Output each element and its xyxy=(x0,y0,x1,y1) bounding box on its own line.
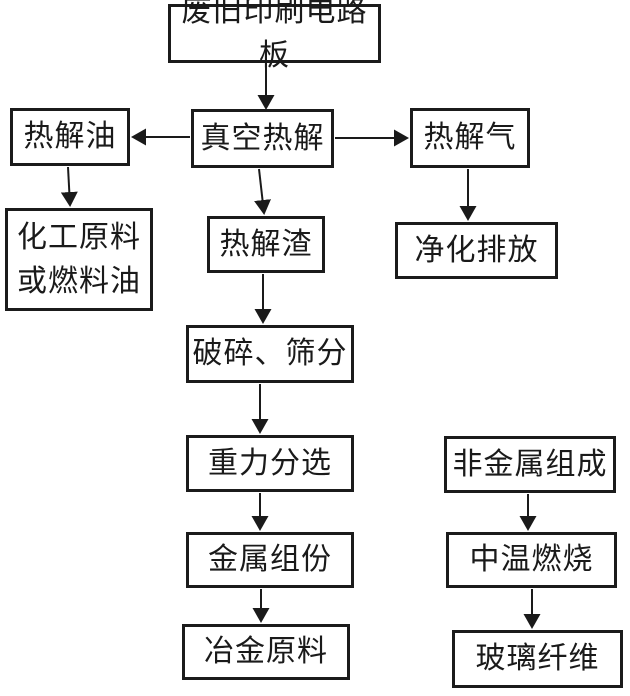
node-metal-fraction: 金属组份 xyxy=(186,532,354,588)
node-glass-fiber: 玻璃纤维 xyxy=(452,630,623,688)
node-purify-discharge: 净化排放 xyxy=(395,222,558,279)
node-pyrolysis-residue: 热解渣 xyxy=(207,216,325,273)
node-pyrolysis-gas: 热解气 xyxy=(410,108,530,168)
arrow-vacuum-to-residue xyxy=(254,168,271,215)
node-mid-temp-combustion: 中温燃烧 xyxy=(446,532,617,588)
node-crush-screen: 破碎、筛分 xyxy=(186,325,354,383)
node-nonmetal-fraction: 非金属组成 xyxy=(444,436,616,493)
node-vacuum-pyrolysis: 真空热解 xyxy=(191,109,334,168)
node-metallurgical-material: 冶金原料 xyxy=(182,624,350,680)
node-gravity-separation: 重力分选 xyxy=(186,435,354,492)
node-pyrolysis-oil: 热解油 xyxy=(10,108,130,166)
node-scrap-pcb: 废旧印刷电路板 xyxy=(168,0,381,72)
arrow-oil-to-chem xyxy=(60,166,78,207)
node-chemical-or-fuel-oil: 化工原料 或燃料油 xyxy=(5,208,153,311)
